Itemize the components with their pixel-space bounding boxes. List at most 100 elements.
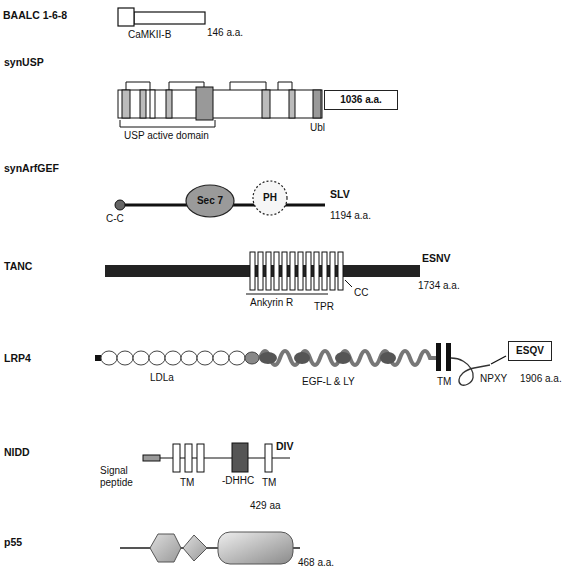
domain-label: Ankyrin R xyxy=(250,297,293,309)
usp-box xyxy=(262,90,270,118)
usp-box xyxy=(140,90,146,118)
node-text: 1036 a.a. xyxy=(340,94,382,106)
sh3-domain xyxy=(183,535,207,561)
repeat-bar xyxy=(290,252,295,290)
protein-name: NIDD xyxy=(4,446,30,459)
tm-bar xyxy=(197,444,204,472)
ubl-domain xyxy=(313,90,321,118)
node-text: ESQV xyxy=(516,345,544,357)
nidd-protein xyxy=(143,443,290,472)
repeat-bar xyxy=(282,252,287,290)
ldla-oval xyxy=(117,351,133,365)
leader-line xyxy=(345,280,352,287)
ly-blob xyxy=(335,352,351,364)
ph-domain-shape xyxy=(253,181,287,215)
protein-name: synUSP xyxy=(4,56,44,69)
length-label: 146 a.a. xyxy=(207,27,243,39)
node-text: PH xyxy=(263,192,277,204)
length-label: 1906 a.a. xyxy=(520,373,562,385)
domain-label: -DHHC xyxy=(222,475,254,487)
ldla-oval xyxy=(181,351,197,365)
sec7-domain-shape xyxy=(186,185,234,217)
baalc-protein xyxy=(118,8,205,26)
tm-bar xyxy=(446,343,451,371)
ly-blob xyxy=(294,352,310,364)
domain-label: LDLa xyxy=(150,372,174,384)
tm-bar xyxy=(436,343,441,371)
dhhc-domain xyxy=(232,443,248,472)
domain-label: TPR xyxy=(314,301,334,313)
protein-name: LRP4 xyxy=(4,352,31,365)
domain-underline xyxy=(246,294,328,295)
repeat-bar xyxy=(258,252,263,290)
usp-box xyxy=(166,90,172,118)
ldla-oval xyxy=(101,351,117,365)
length-label: 468 a.a. xyxy=(298,557,334,569)
ldla-oval xyxy=(197,351,213,365)
node-text: Sec 7 xyxy=(197,195,223,207)
motif-box: ESQV xyxy=(508,341,552,361)
egf-spring xyxy=(260,351,436,365)
repeat-bar xyxy=(314,252,319,290)
domain-label: Signal peptide xyxy=(100,465,142,489)
repeat-bar xyxy=(298,252,303,290)
repeat-bar xyxy=(266,252,271,290)
ankyrin-repeats xyxy=(250,252,343,290)
protein-body xyxy=(134,12,205,24)
length-label: 429 aa xyxy=(250,500,281,512)
domain-label: CaMKII-B xyxy=(128,29,171,41)
protein-name: synArfGEF xyxy=(4,162,59,175)
camkii-domain xyxy=(118,8,134,26)
protein-name: TANC xyxy=(4,260,32,273)
pdz-domain xyxy=(150,534,181,562)
domain-label: TM xyxy=(180,477,194,489)
ph-domain: PH xyxy=(252,180,288,216)
motif-bracket xyxy=(126,82,292,90)
ldla-oval xyxy=(245,352,259,364)
p55-protein xyxy=(120,532,300,564)
protein-name: BAALC 1-6-8 xyxy=(3,9,67,22)
ldla-oval xyxy=(165,351,181,365)
motif-label: SLV xyxy=(330,188,350,201)
domain-label: TM xyxy=(262,477,276,489)
repeat-bar xyxy=(274,252,279,290)
repeat-bar xyxy=(330,252,335,290)
repeat-bar xyxy=(338,252,343,290)
signal-peptide xyxy=(143,455,160,461)
ldla-oval xyxy=(229,351,245,365)
length-label: 1734 a.a. xyxy=(418,280,460,292)
motif-label: ESNV xyxy=(422,252,451,265)
domain-label: CC xyxy=(354,287,368,299)
tanc-protein xyxy=(105,252,420,294)
domain-label: TM xyxy=(437,376,451,388)
tm-bar xyxy=(173,444,180,472)
usp-box xyxy=(150,90,155,118)
domain-label: EGF-L & LY xyxy=(302,376,355,388)
ly-blob xyxy=(380,352,396,364)
repeat-bar xyxy=(250,252,255,290)
motif-label: NPXY xyxy=(480,373,507,385)
usp-box xyxy=(289,90,295,118)
usp-box xyxy=(122,90,130,118)
length-box: 1036 a.a. xyxy=(324,90,398,110)
tm-bar xyxy=(185,444,192,472)
domain-label: Ubl xyxy=(310,122,325,134)
protein-body xyxy=(118,90,322,118)
motif-label: DIV xyxy=(276,440,294,453)
domain-label: USP active domain xyxy=(124,130,209,142)
ldla-repeats xyxy=(101,351,259,365)
ly-blob xyxy=(259,352,277,364)
gk-domain xyxy=(218,532,293,564)
tm-bar xyxy=(265,444,272,472)
repeat-bar xyxy=(322,252,327,290)
n-terminus xyxy=(95,355,101,361)
repeat-bar xyxy=(306,252,311,290)
sec7-domain: Sec 7 xyxy=(185,184,235,218)
length-label: 1194 a.a. xyxy=(330,210,371,222)
leader-line xyxy=(491,356,506,364)
ldla-oval xyxy=(149,351,165,365)
motif-label: C-C xyxy=(106,213,124,225)
